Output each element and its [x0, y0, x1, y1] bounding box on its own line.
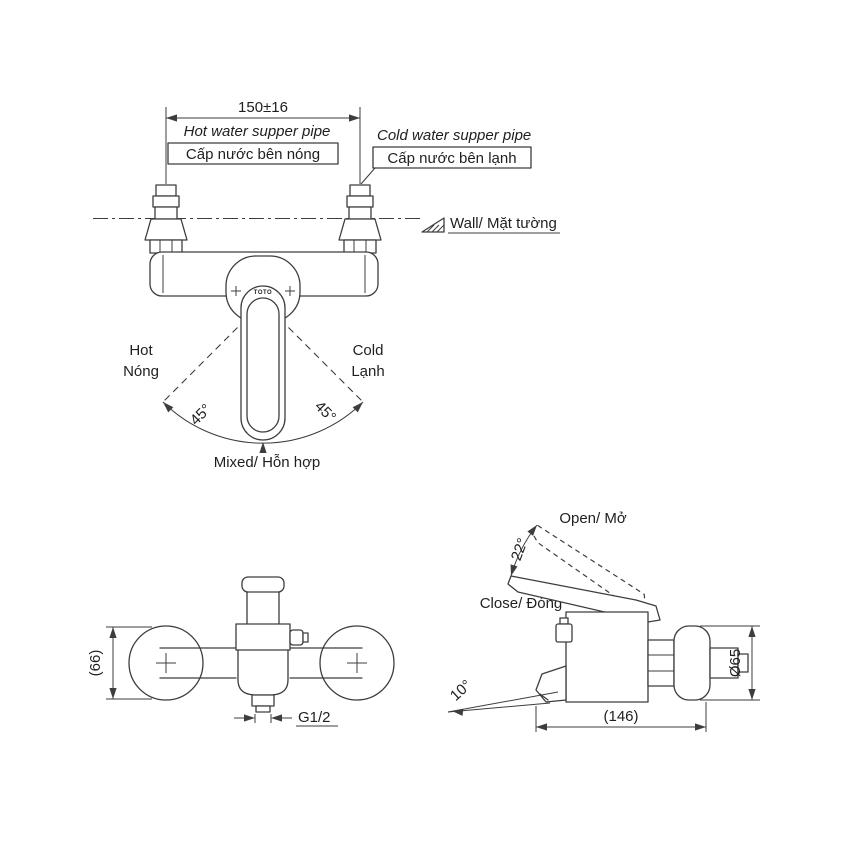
- dim-146-text: (146): [603, 708, 638, 725]
- arrow-icon: [109, 688, 117, 699]
- wall-label: Wall/ Mặt tường: [450, 215, 557, 232]
- cartridge-cap: [241, 576, 285, 593]
- hot-pipe-label-en: Hot water supper pipe: [184, 123, 331, 140]
- pipe-stem: [348, 206, 372, 220]
- arrow-icon: [536, 723, 547, 731]
- body-bowl: [237, 679, 289, 696]
- arrow-icon: [695, 723, 706, 731]
- arrow-icon: [507, 564, 518, 577]
- side-view: Open/ Mở 22° Close/ Đóng 10°: [447, 510, 760, 732]
- cold-pipe-label-box: [372, 146, 532, 169]
- center-cross-marks: [231, 286, 295, 296]
- cold-pipe-label-en: Cold water supper pipe: [377, 127, 531, 144]
- center-mark: [347, 653, 367, 673]
- hot-pipe-label: Hot water supper pipe Cấp nước bên nóng: [167, 123, 339, 165]
- pipe-nut: [349, 184, 371, 197]
- connector-nut: [343, 239, 377, 254]
- faucet-front: [159, 576, 363, 713]
- dim-66-text: (66): [87, 650, 104, 677]
- valve-shoulder: [235, 623, 291, 651]
- outlet: [251, 694, 275, 707]
- hot-label-en: Hot: [129, 342, 153, 359]
- arrow-icon: [109, 627, 117, 638]
- handle-lever: [240, 285, 286, 441]
- arrow-icon: [352, 399, 366, 413]
- open-label: Open/ Mở: [559, 510, 627, 527]
- angle-line: [447, 691, 559, 713]
- brand-logo: TOTO: [254, 290, 272, 296]
- arrow-icon: [160, 399, 174, 413]
- hot-pipe-label-vi: Cấp nước bên nóng: [186, 146, 320, 163]
- hatch-line: [426, 224, 435, 233]
- outlet-thread: [255, 705, 271, 713]
- pipe-nut: [152, 195, 180, 208]
- angle-right-label: 45°: [311, 398, 339, 426]
- arrow-icon: [271, 714, 282, 722]
- arrow-icon: [748, 689, 756, 700]
- dim-g12: G1/2: [234, 709, 338, 727]
- dim-146: (146): [535, 702, 707, 732]
- dim-65-text: Ø65: [727, 649, 744, 677]
- handle-closed: [507, 575, 661, 623]
- body-block: [565, 611, 649, 703]
- arrow-icon: [748, 626, 756, 637]
- handle-inner-line: [246, 297, 280, 433]
- top-view: 150±16 Hot water supper pipe Cấp nước bê…: [93, 99, 560, 471]
- dim-pipe-spacing-text: 150±16: [238, 99, 288, 116]
- diverter-knob: [555, 623, 573, 643]
- hot-supply-pipe: [144, 184, 188, 254]
- faucet-body-front: TOTO: [149, 251, 379, 453]
- escutcheon: [338, 218, 382, 241]
- right-flange: [319, 625, 395, 701]
- hex-adapter: [647, 639, 675, 687]
- connector-nut: [149, 239, 183, 254]
- arrow-icon: [349, 114, 360, 122]
- dim-pipe-spacing: 150±16: [165, 99, 361, 184]
- left-flange: [128, 625, 204, 701]
- angle-left-label: 45°: [187, 401, 215, 429]
- arrow-icon: [166, 114, 177, 122]
- dim-65: Ø65: [700, 625, 760, 701]
- hatch-line: [436, 224, 445, 233]
- escutcheon: [144, 218, 188, 241]
- hatch-line: [431, 224, 440, 233]
- open-angle-label: 22°: [508, 536, 532, 563]
- arrow-icon: [244, 714, 255, 722]
- leader-line: [360, 167, 376, 185]
- pipe-nut: [155, 184, 177, 197]
- cold-supply-pipe: [338, 184, 382, 254]
- wall-flange: [673, 625, 711, 701]
- diverter-tip: [302, 632, 309, 643]
- diverter-knob: [289, 629, 304, 646]
- cold-pipe-label-vi: Cấp nước bên lạnh: [387, 150, 516, 167]
- wall-stub-tip: [737, 653, 749, 673]
- center-mark: [156, 653, 176, 673]
- dim-66: (66): [87, 626, 152, 700]
- cold-label-en: Cold: [353, 342, 384, 359]
- front-view: (66): [87, 576, 395, 727]
- wall-symbol-icon: [421, 217, 445, 233]
- spout: [535, 665, 567, 703]
- spout-angle-label: 10°: [447, 677, 475, 705]
- mixed-label: Mixed/ Hỗn hợp: [214, 454, 321, 471]
- pipe-stem: [154, 206, 178, 220]
- angle-line: [447, 702, 551, 713]
- cold-label-vi: Lạnh: [351, 363, 384, 380]
- arrow-icon: [527, 522, 540, 536]
- wall-flanges: [128, 625, 395, 701]
- close-label: Close/ Đóng: [480, 595, 563, 612]
- knob-cap: [559, 617, 569, 625]
- faucet-side: [507, 575, 749, 703]
- outlet-thread-label: G1/2: [298, 709, 331, 726]
- hot-pipe-label-box: [167, 142, 339, 165]
- pipe-nut: [346, 195, 374, 208]
- cold-pipe-label: Cold water supper pipe Cấp nước bên lạnh: [360, 127, 532, 185]
- hot-label-vi: Nóng: [123, 363, 159, 380]
